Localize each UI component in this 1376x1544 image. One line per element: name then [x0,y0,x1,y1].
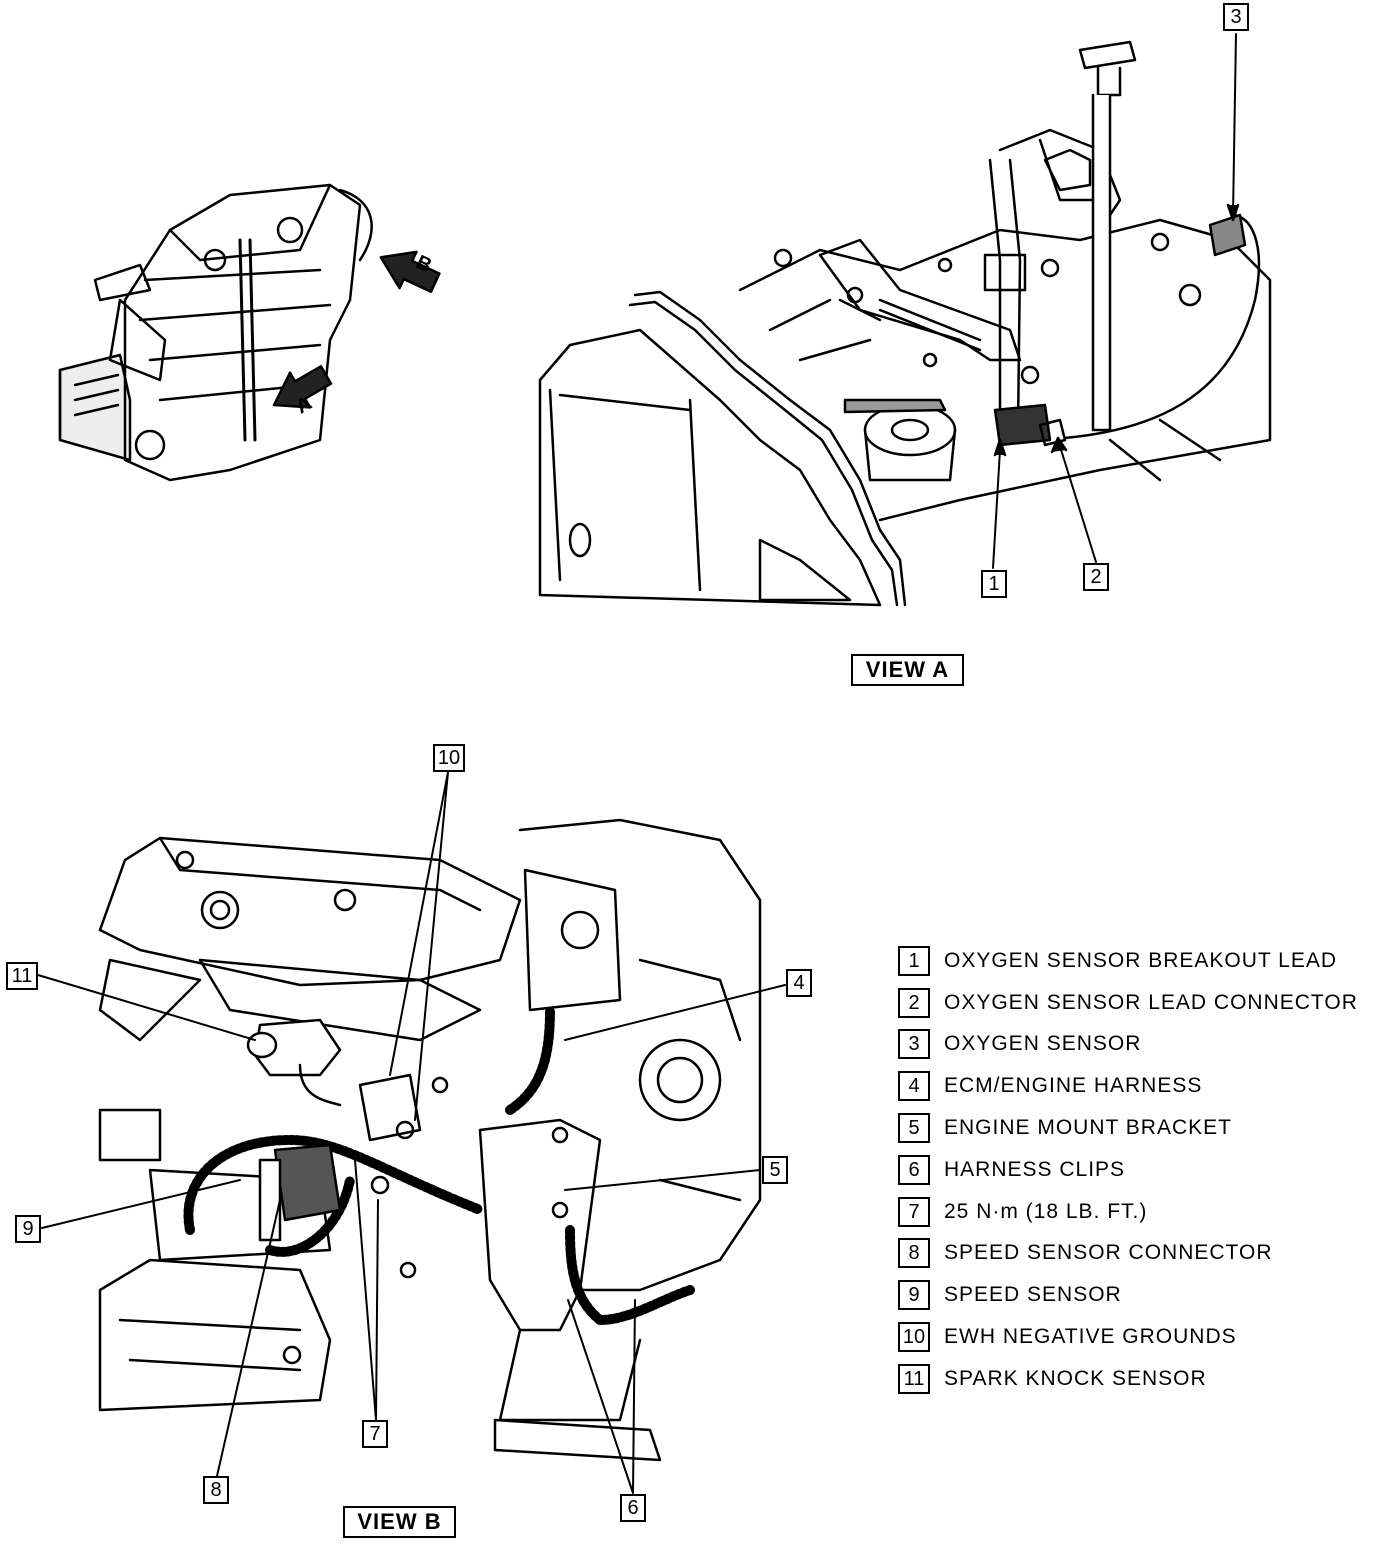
callout-6: 6 [620,1494,646,1522]
legend-label: ENGINE MOUNT BRACKET [944,1116,1232,1140]
callout-10: 10 [433,744,465,772]
legend-row: 10 EWH NEGATIVE GROUNDS [898,1316,1368,1358]
legend-number: 8 [898,1238,930,1269]
legend-label: ECM/ENGINE HARNESS [944,1074,1203,1098]
legend-label: OXYGEN SENSOR LEAD CONNECTOR [944,990,1358,1014]
view-b-engine-drawing [37,771,786,1494]
legend-row: 3 OXYGEN SENSOR [898,1024,1368,1066]
legend-label: SPARK KNOCK SENSOR [944,1366,1207,1390]
legend-number: 7 [898,1196,930,1227]
legend-number: 2 [898,987,930,1018]
callout-9: 9 [15,1215,41,1243]
legend-number: 4 [898,1071,930,1102]
view-b-label: VIEW B [343,1506,456,1538]
legend-number: 6 [898,1154,930,1185]
callout-4: 4 [786,969,812,997]
callout-7: 7 [362,1420,388,1448]
legend-row: 4 ECM/ENGINE HARNESS [898,1065,1368,1107]
callout-11: 11 [6,962,38,990]
legend-number: 3 [898,1029,930,1060]
view-a-label: VIEW A [851,654,964,686]
legend-row: 2 OXYGEN SENSOR LEAD CONNECTOR [898,982,1368,1024]
legend-row: 8 SPEED SENSOR CONNECTOR [898,1233,1368,1275]
legend-row: 9 SPEED SENSOR [898,1274,1368,1316]
legend-label: EWH NEGATIVE GROUNDS [944,1325,1237,1349]
callout-1: 1 [981,570,1007,598]
legend-number: 10 [898,1322,930,1353]
legend-label: SPEED SENSOR CONNECTOR [944,1241,1273,1265]
overview-engine-drawing [58,183,441,482]
legend-number: 1 [898,945,930,976]
legend-row: 11 SPARK KNOCK SENSOR [898,1358,1368,1400]
callout-8: 8 [203,1476,229,1504]
legend-label: 25 N·m (18 LB. FT.) [944,1199,1148,1223]
legend-row: 6 HARNESS CLIPS [898,1149,1368,1191]
view-a-engine-drawing [538,33,1272,607]
legend-number: 11 [898,1363,930,1394]
legend-label: HARNESS CLIPS [944,1157,1126,1181]
legend-label: OXYGEN SENSOR [944,1032,1142,1056]
legend-number: 5 [898,1113,930,1144]
callout-3: 3 [1223,3,1249,31]
legend-number: 9 [898,1280,930,1311]
legend-row: 7 25 N·m (18 LB. FT.) [898,1191,1368,1233]
callout-5: 5 [762,1156,788,1184]
legend-row: 1 OXYGEN SENSOR BREAKOUT LEAD [898,940,1368,982]
legend-row: 5 ENGINE MOUNT BRACKET [898,1107,1368,1149]
legend-label: SPEED SENSOR [944,1283,1122,1307]
legend-label: OXYGEN SENSOR BREAKOUT LEAD [944,948,1338,972]
callout-2: 2 [1083,563,1109,591]
